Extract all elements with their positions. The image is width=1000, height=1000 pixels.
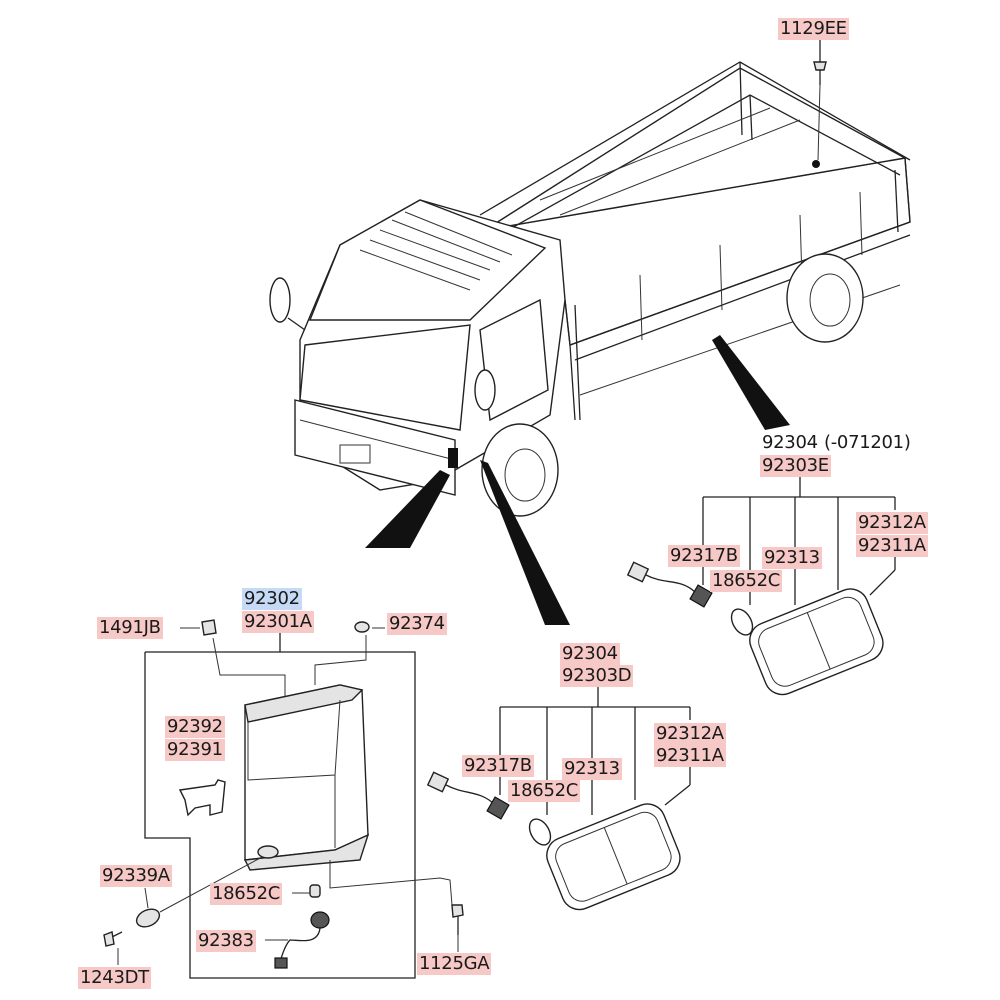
- socket-92317B-lower: [486, 796, 510, 820]
- label-92317B-lower[interactable]: 92317B: [462, 755, 534, 777]
- label-92304-upper[interactable]: 92304: [762, 432, 818, 453]
- truck-illustration: [269, 61, 911, 517]
- label-92302[interactable]: 92302: [242, 588, 302, 610]
- label-92312A-upper[interactable]: 92312A: [856, 512, 928, 534]
- label-92392[interactable]: 92392: [165, 716, 225, 738]
- label-92303D[interactable]: 92303D: [560, 665, 634, 687]
- cargo-bed-floor: [484, 67, 908, 231]
- label-92313-lower[interactable]: 92313: [562, 758, 622, 780]
- label-92304-lower[interactable]: 92304: [560, 643, 620, 665]
- socket-92383: [310, 911, 330, 929]
- front-marker-position: [448, 448, 458, 468]
- side-lamp-assembly-lower: [426, 687, 691, 911]
- label-1243DT[interactable]: 1243DT: [78, 967, 151, 989]
- bolt-1129EE: [813, 61, 827, 71]
- label-92311A-lower[interactable]: 92311A: [654, 745, 726, 767]
- screw-1125GA: [451, 904, 464, 918]
- corner-lamp-assembly: [103, 619, 464, 979]
- front-wheel: [481, 423, 559, 517]
- label-92374[interactable]: 92374: [387, 613, 447, 635]
- rear-wheel: [786, 253, 864, 343]
- pointer-wedge-front: [365, 470, 450, 548]
- socket-92317B: [689, 584, 713, 608]
- grommet-92339A: [135, 908, 161, 928]
- label-92301A[interactable]: 92301A: [242, 611, 314, 633]
- pointer-wedge-side: [480, 460, 570, 625]
- bulb-18652C-corner: [309, 884, 321, 898]
- side-lamp-assembly-upper: [626, 477, 896, 696]
- label-92339A[interactable]: 92339A: [100, 865, 172, 887]
- label-1491JB[interactable]: 1491JB: [97, 617, 163, 639]
- windshield: [299, 324, 471, 431]
- left-mirror: [269, 277, 291, 323]
- label-92303E[interactable]: 92303E: [760, 455, 831, 477]
- lamp-housing-92313-lower: [546, 803, 681, 911]
- bulb-18652C-lower: [528, 818, 552, 846]
- label-18652C-corner[interactable]: 18652C: [210, 883, 283, 905]
- screw-1243DT: [103, 931, 115, 947]
- label-92313-upper[interactable]: 92313: [762, 547, 822, 569]
- connector-plug: [626, 561, 650, 583]
- screw-1491JB: [201, 619, 217, 636]
- bracket-92391: [178, 779, 226, 817]
- label-92383[interactable]: 92383: [196, 930, 256, 952]
- label-92312A-lower[interactable]: 92312A: [654, 723, 726, 745]
- label-92311A-upper[interactable]: 92311A: [856, 535, 928, 557]
- label-18652C-upper[interactable]: 18652C: [710, 570, 783, 592]
- label-1125GA[interactable]: 1125GA: [417, 953, 492, 975]
- harness-plug: [274, 957, 288, 969]
- front-bumper: [294, 399, 456, 496]
- label-92391[interactable]: 92391: [165, 739, 225, 761]
- clip-92374: [354, 621, 370, 633]
- right-mirror: [474, 369, 496, 411]
- label-92317B-upper[interactable]: 92317B: [668, 545, 740, 567]
- connector-plug-lower: [426, 771, 450, 793]
- assembly-frame: [144, 651, 416, 979]
- cab-roof: [308, 199, 547, 321]
- label-date-range: (-071201): [824, 432, 911, 453]
- lamp-housing-92313: [749, 588, 884, 696]
- label-1129EE[interactable]: 1129EE: [778, 18, 849, 40]
- bulb-18652C: [730, 608, 754, 636]
- pointer-wedge-rear: [712, 335, 790, 430]
- label-18652C-lower[interactable]: 18652C: [508, 780, 581, 802]
